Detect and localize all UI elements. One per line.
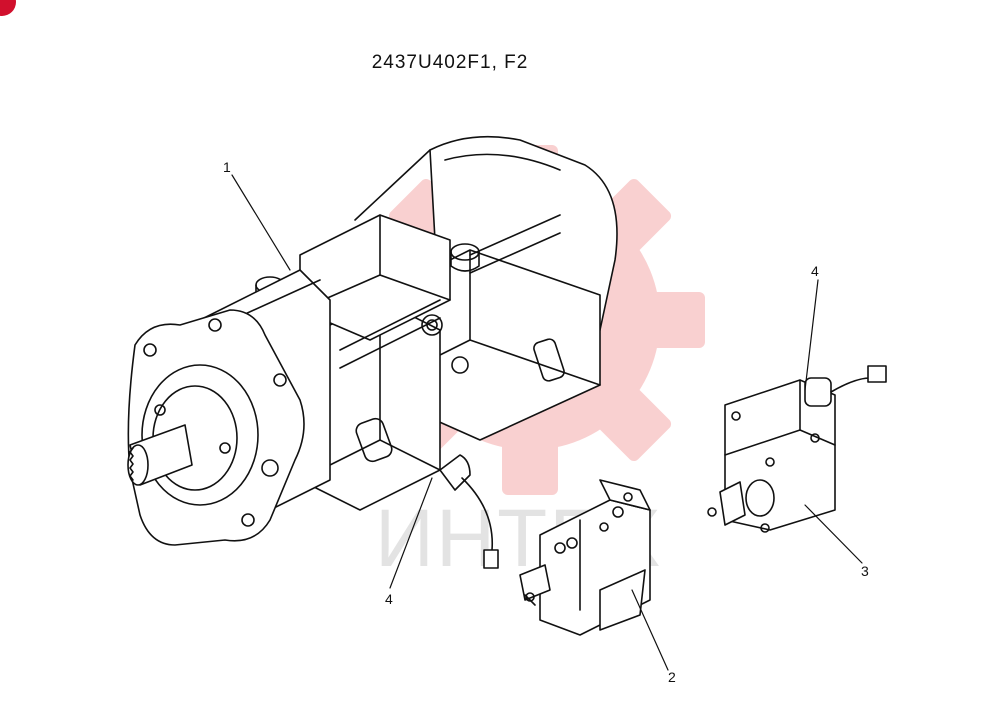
callout-3: 3 bbox=[861, 563, 869, 579]
drawing-title: 2437U402F1, F2 bbox=[371, 52, 529, 73]
regulator-3 bbox=[707, 365, 887, 533]
callout-2: 2 bbox=[668, 669, 676, 685]
callout-1: 1 bbox=[223, 159, 231, 175]
main-pump-body bbox=[127, 135, 618, 569]
callout-4-right: 4 bbox=[811, 263, 819, 279]
leader-lines bbox=[231, 174, 863, 671]
callout-4-left: 4 bbox=[385, 591, 393, 607]
regulator-2 bbox=[519, 479, 651, 636]
